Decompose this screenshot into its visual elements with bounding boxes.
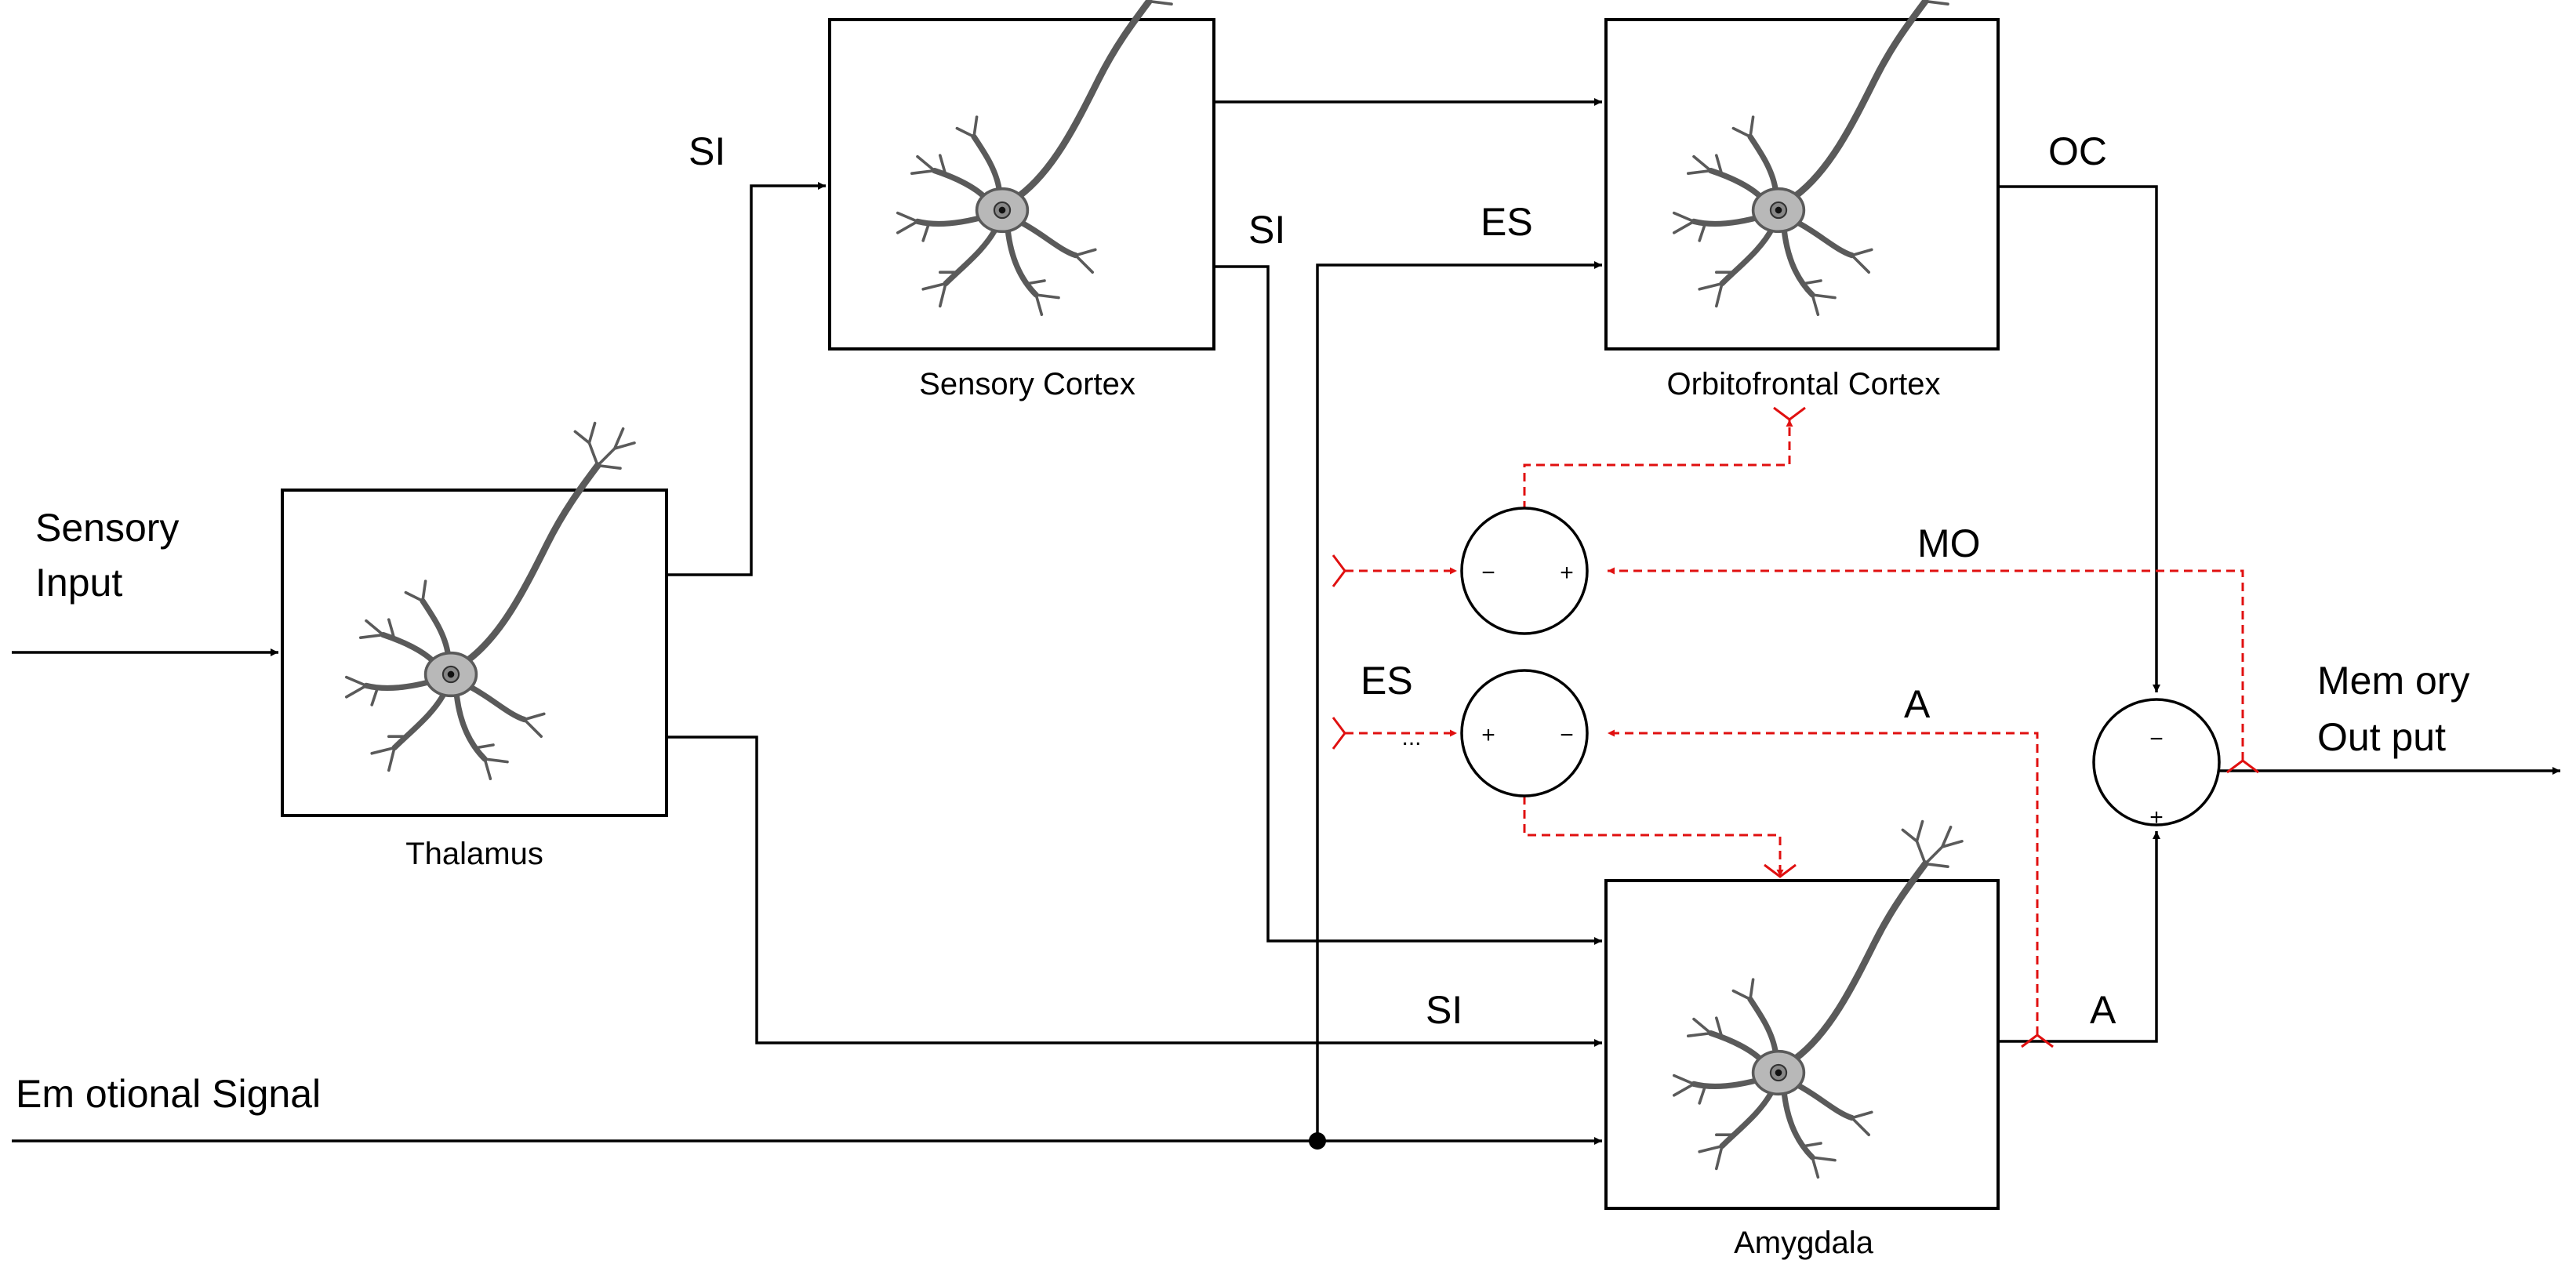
oc-to-output-sum-wire	[1998, 185, 2160, 692]
amygdala-label: Amygdala	[1734, 1226, 1874, 1260]
upper-sum-to-orbitofrontal-wire	[1523, 420, 1793, 510]
sensory-input-label-line2: Input	[35, 561, 122, 605]
upper-sum-junction[interactable]: − +	[1460, 507, 1589, 635]
thalamus-to-amygdala-wire	[667, 736, 1602, 1047]
thalamus-to-sensory-wire	[667, 182, 826, 576]
oc-label: OC	[2048, 129, 2107, 173]
sensory-to-amygdala-wire	[1214, 265, 1602, 945]
lower-sum-left-sign: +	[1481, 722, 1495, 748]
sensory-cortex-block[interactable]	[828, 0, 1215, 351]
lower-sum-junction[interactable]: + −	[1460, 669, 1589, 797]
thalamus-block[interactable]	[281, 423, 668, 817]
sensory-cortex-label: Sensory Cortex	[919, 367, 1135, 401]
si-label-thalamus-sensory: SI	[689, 129, 725, 173]
output-sum-top-sign: −	[2149, 726, 2164, 752]
emotional-to-orbitofrontal-wire	[1316, 261, 1602, 1141]
amygdala-to-output-sum-wire	[1998, 831, 2160, 1043]
amygdala-block[interactable]	[1604, 822, 2000, 1210]
a-label-feedback: A	[1904, 682, 1931, 726]
branch-junction	[1309, 1132, 1326, 1150]
orbitofrontal-cortex-label: Orbitofrontal Cortex	[1666, 367, 1940, 401]
es-label-sum: ES	[1361, 659, 1413, 703]
memory-output-label-line1: Mem ory	[2317, 659, 2469, 703]
thalamus-label: Thalamus	[405, 837, 543, 871]
si-label-sensory-amygdala: SI	[1248, 208, 1285, 252]
mo-feedback-wire	[1608, 567, 2244, 761]
learning-ports	[1332, 406, 2259, 1048]
lower-sum-ellipsis: ...	[1401, 725, 1421, 750]
a-label-output: A	[2090, 988, 2116, 1032]
lower-sum-to-amygdala-wire	[1523, 796, 1784, 877]
output-sum-bottom-sign: +	[2149, 805, 2164, 830]
orbitofrontal-cortex-block[interactable]	[1604, 0, 2000, 351]
memory-output-label-line2: Out put	[2317, 715, 2446, 759]
a-feedback-wire	[1608, 729, 2039, 1035]
es-label-orbitofrontal: ES	[1481, 200, 1533, 244]
upper-sum-right-sign: +	[1560, 560, 1574, 586]
output-sum-junction[interactable]: − +	[2092, 698, 2221, 830]
emotional-signal-label: Em otional Signal	[16, 1072, 321, 1116]
si-label-thalamus-amygdala: SI	[1426, 988, 1462, 1032]
upper-sum-left-sign: −	[1481, 560, 1495, 586]
sensory-input-label-line1: Sensory	[35, 506, 179, 550]
lower-sum-right-sign: −	[1560, 722, 1574, 748]
mo-label: MO	[1917, 521, 1981, 565]
